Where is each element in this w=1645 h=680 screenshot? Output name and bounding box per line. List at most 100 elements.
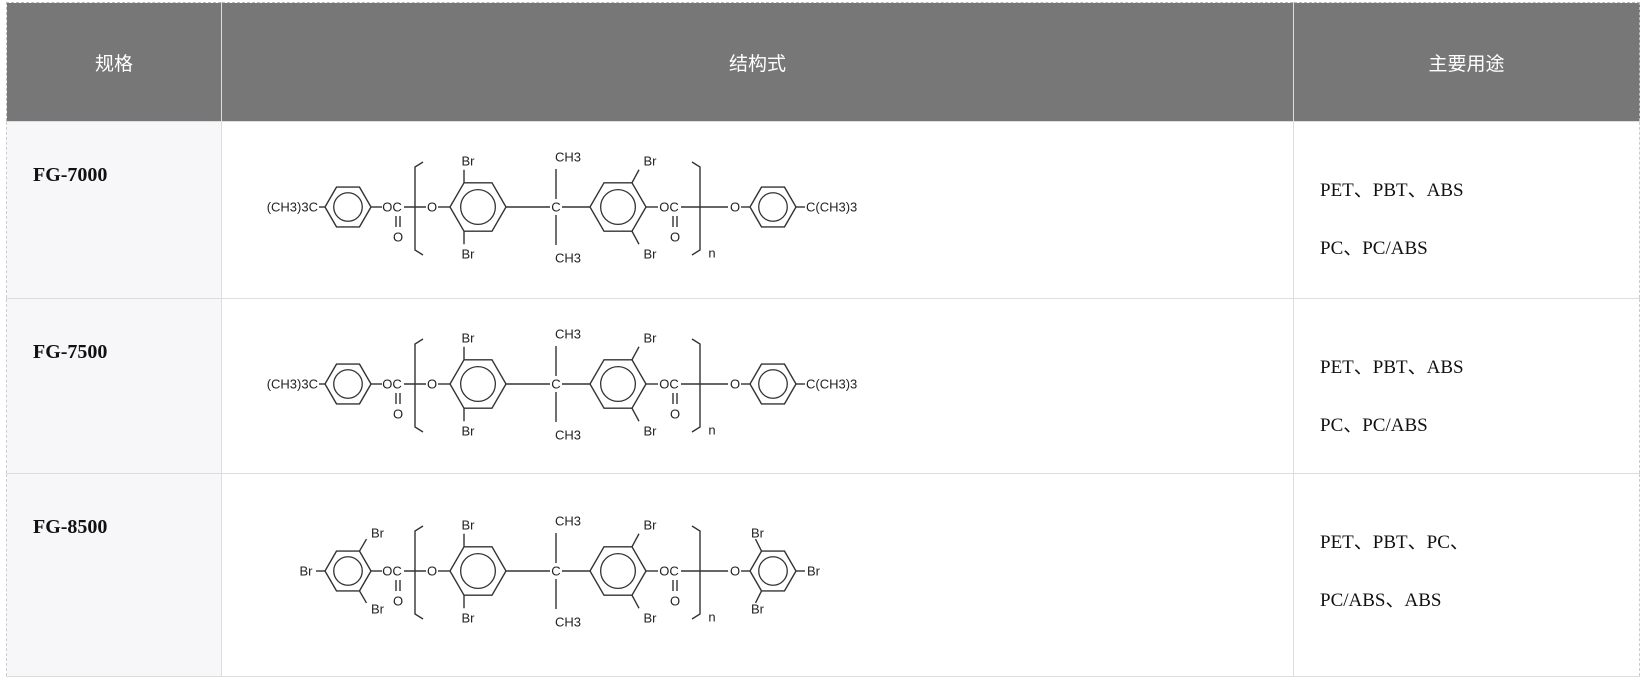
atom-label: O [427, 200, 437, 215]
aromatic-circle [599, 365, 637, 403]
tert-butyl-right-label: C(CH3)3 [806, 200, 857, 215]
benzene-ring [589, 546, 647, 596]
aromatic-circle [599, 552, 637, 590]
atom-label: Br [462, 517, 476, 532]
bracket-right [691, 161, 701, 256]
aromatic-circle [758, 192, 788, 222]
bond [754, 590, 763, 604]
atom-label: O [393, 594, 403, 609]
bond [631, 230, 640, 245]
use-line: PC、PC/ABS [1320, 238, 1428, 259]
atom-label: OC [382, 564, 402, 579]
repeat-n-label: n [708, 423, 715, 438]
bracket-left [414, 525, 424, 620]
aromatic-circle [333, 369, 363, 399]
bond [631, 407, 640, 422]
atom-label: O [427, 564, 437, 579]
bracket-left [414, 338, 424, 433]
methyl-label: CH3 [555, 615, 581, 630]
use-line: PET、PBT、ABS [1320, 180, 1464, 201]
uses-cell: PET、PBT、ABS PC、PC/ABS [1294, 299, 1639, 455]
atom-label: C [551, 377, 560, 392]
atom-label: C [551, 564, 560, 579]
benzene-ring [324, 186, 372, 228]
aromatic-circle [333, 556, 363, 586]
atom-label: O [393, 230, 403, 245]
use-line: PET、PBT、PC、 [1320, 532, 1469, 553]
atom-label: Br [644, 611, 658, 626]
atom-label: Br [644, 517, 658, 532]
uses-cell: PET、PBT、PC、 PC/ABS、ABS [1294, 474, 1639, 630]
repeat-n-label: n [708, 246, 715, 261]
bracket-right [691, 525, 701, 620]
aromatic-circle [333, 192, 363, 222]
atom-label: O [427, 377, 437, 392]
header-uses: 主要用途 [1293, 2, 1640, 122]
methyl-label: CH3 [555, 514, 581, 529]
benzene-ring [449, 182, 507, 232]
header-structure: 结构式 [221, 2, 1294, 122]
benzene-ring [324, 363, 372, 405]
uses-cell: PET、PBT、ABS PC、PC/ABS [1294, 122, 1639, 278]
atom-label: O [670, 230, 680, 245]
aromatic-circle [758, 369, 788, 399]
repeat-n-label: n [708, 610, 715, 625]
benzene-ring [589, 359, 647, 409]
methyl-label: CH3 [555, 251, 581, 266]
atom-label: OC [659, 564, 679, 579]
methyl-label: CH3 [555, 150, 581, 165]
use-line: PC、PC/ABS [1320, 415, 1428, 436]
benzene-ring [449, 359, 507, 409]
benzene-ring [749, 550, 797, 592]
header-spec: 规格 [6, 2, 222, 122]
atom-label: Br [462, 424, 476, 439]
benzene-ring [589, 182, 647, 232]
atom-label: O [730, 377, 740, 392]
bracket-right [691, 338, 701, 433]
use-line: PET、PBT、ABS [1320, 357, 1464, 378]
spec-cell: FG-7500 [33, 341, 108, 363]
atom-label: Br [462, 153, 476, 168]
aromatic-circle [459, 365, 497, 403]
tert-butyl-left-label: (CH3)3C [267, 200, 318, 215]
bond [754, 538, 763, 552]
bond [631, 346, 640, 361]
bond [358, 590, 368, 604]
atom-label: C [551, 200, 560, 215]
benzene-ring [324, 550, 372, 592]
atom-label: Br [644, 247, 658, 262]
atom-label: OC [659, 200, 679, 215]
aromatic-circle [459, 188, 497, 226]
atom-label: O [730, 200, 740, 215]
aromatic-circle [599, 188, 637, 226]
atom-label: OC [659, 377, 679, 392]
use-line: PC/ABS、ABS [1320, 590, 1442, 611]
bond [358, 538, 368, 552]
methyl-label: CH3 [555, 327, 581, 342]
atom-label: Br [462, 611, 476, 626]
atom-label: Br [300, 564, 314, 579]
atom-label: Br [644, 330, 658, 345]
aromatic-circle [459, 552, 497, 590]
atom-label: Br [644, 153, 658, 168]
spec-cell: FG-7000 [33, 164, 108, 186]
atom-label: O [670, 407, 680, 422]
atom-label: O [670, 594, 680, 609]
atom-label: Br [751, 526, 765, 541]
aromatic-circle [758, 556, 788, 586]
benzene-ring [449, 546, 507, 596]
bond [631, 594, 640, 609]
atom-label: Br [751, 601, 765, 616]
atom-label: O [393, 407, 403, 422]
atom-label: Br [371, 526, 385, 541]
atom-label: OC [382, 377, 402, 392]
methyl-label: CH3 [555, 428, 581, 443]
bond [631, 533, 640, 548]
